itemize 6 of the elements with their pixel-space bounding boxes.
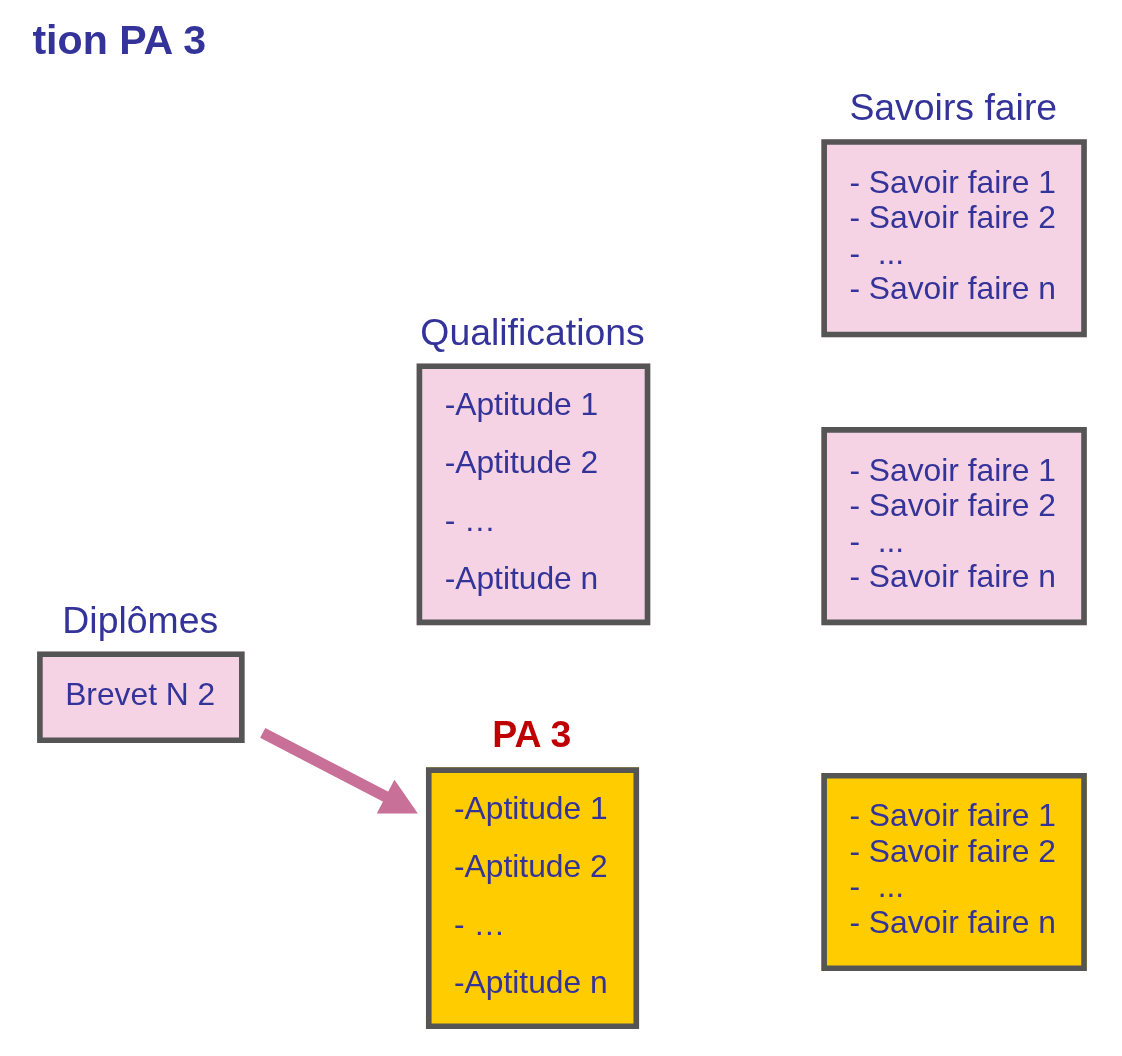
- node-label: PA 3: [491, 712, 571, 755]
- node-label: Diplômes: [61, 598, 218, 641]
- node-label: Savoirs faire: [848, 86, 1057, 129]
- node-label: Qualifications: [419, 310, 645, 353]
- diagram-title: tion PA 3: [31, 17, 206, 64]
- arrow: [259, 727, 418, 814]
